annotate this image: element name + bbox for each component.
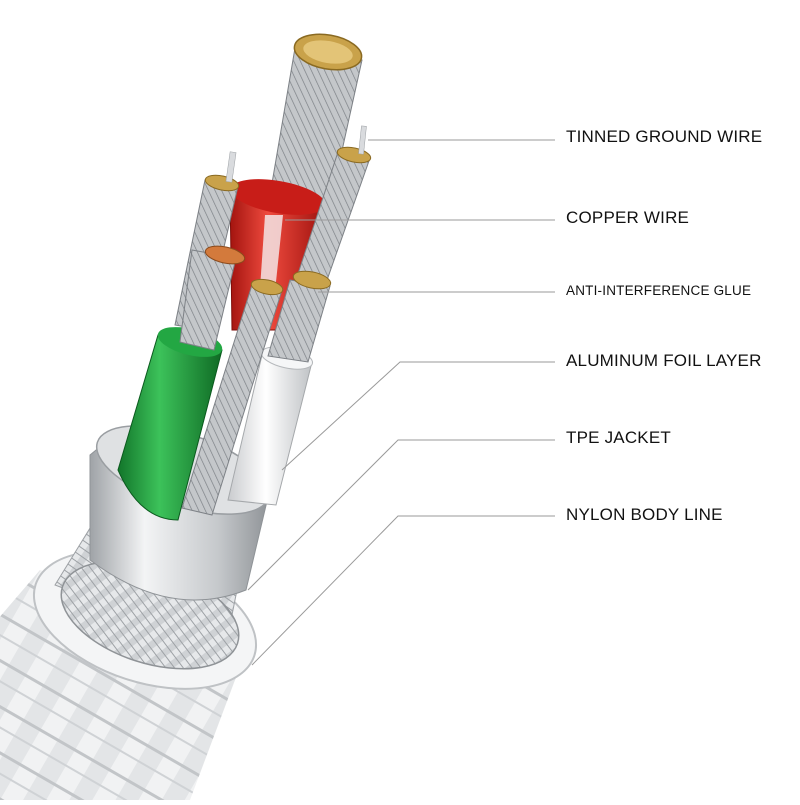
label-tinned-ground-wire: TINNED GROUND WIRE	[566, 127, 763, 146]
label-tpe-jacket: TPE JACKET	[566, 428, 671, 447]
label-aluminum-foil-layer: ALUMINUM FOIL LAYER	[566, 351, 762, 370]
copper-wire-right	[291, 125, 372, 301]
white-insulation	[227, 270, 332, 506]
leader-line-aluminum-foil-layer	[281, 361, 555, 471]
leader-line-tpe-jacket	[247, 439, 555, 591]
label-nylon-body-line: NYLON BODY LINE	[566, 505, 723, 524]
label-anti-interference-glue: ANTI-INTERFERENCE GLUE	[566, 283, 752, 298]
label-copper-wire: COPPER WIRE	[566, 208, 690, 227]
bare-copper-strand	[181, 278, 284, 516]
green-insulation	[117, 245, 246, 521]
leader-line-nylon-body-line	[251, 515, 555, 666]
leader-lines	[247, 139, 555, 666]
